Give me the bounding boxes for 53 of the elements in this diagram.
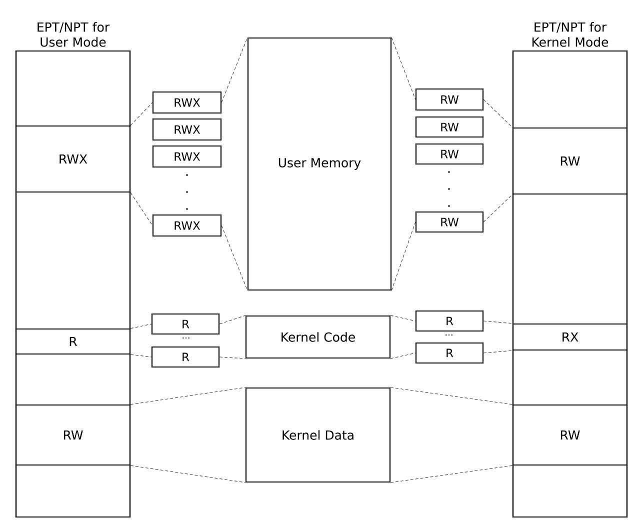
- permission-box: RW: [415, 211, 484, 233]
- table-entry: RWX: [15, 125, 131, 193]
- node-label: EPT/NPT for Kernel Mode: [532, 22, 608, 47]
- table-entry: [512, 349, 628, 406]
- dashed-line: [391, 222, 416, 291]
- table-entry: RW: [512, 404, 628, 466]
- table-entry: RW: [15, 404, 131, 466]
- permission-box: R: [151, 346, 220, 368]
- table-entry: [15, 464, 131, 518]
- memory-region-box: Kernel Data: [245, 387, 391, 483]
- dashed-line: [483, 99, 513, 128]
- permission-box: RWX: [152, 91, 222, 114]
- dashed-line: [130, 192, 153, 226]
- permission-box: R: [415, 342, 484, 364]
- dashed-line: [219, 315, 246, 324]
- dashed-line: [130, 387, 246, 405]
- dashed-line: [390, 352, 416, 359]
- table-entry: RW: [512, 127, 628, 195]
- permission-box: RW: [415, 143, 484, 165]
- dashed-line: [130, 354, 152, 358]
- permission-box: RW: [415, 116, 484, 138]
- dashed-line: [130, 102, 153, 126]
- table-entry: [512, 193, 628, 325]
- ellipsis: ...: [182, 337, 190, 339]
- permission-box: R: [151, 313, 220, 335]
- permission-box: RWX: [152, 118, 222, 141]
- dashed-line: [130, 324, 152, 329]
- table-entry: [15, 50, 131, 127]
- node-label: EPT/NPT for User Mode: [38, 22, 110, 47]
- dashed-line: [390, 465, 513, 483]
- table-entry: [512, 50, 628, 129]
- ellipsis: ...: [446, 334, 452, 336]
- dashed-line: [391, 37, 416, 100]
- table-entry: RX: [512, 323, 628, 351]
- memory-region-box: User Memory: [247, 37, 392, 291]
- table-entry: [15, 191, 131, 330]
- permission-box: RWX: [152, 145, 222, 168]
- dashed-line: [221, 225, 248, 291]
- table-entry: [15, 353, 131, 406]
- dashed-line: [390, 315, 416, 322]
- memory-region-box: Kernel Code: [245, 315, 391, 359]
- permission-box: RWX: [152, 214, 222, 237]
- table-entry: R: [15, 328, 131, 355]
- dashed-line: [130, 465, 246, 483]
- dashed-line: [483, 320, 513, 324]
- dashed-line: [390, 387, 513, 405]
- permission-box: RW: [415, 88, 484, 111]
- table-entry: [512, 464, 628, 518]
- dashed-line: [483, 194, 513, 222]
- dashed-line: [219, 356, 246, 359]
- dashed-line: [483, 350, 513, 354]
- dashed-line: [221, 37, 248, 103]
- permission-box: R: [415, 310, 484, 332]
